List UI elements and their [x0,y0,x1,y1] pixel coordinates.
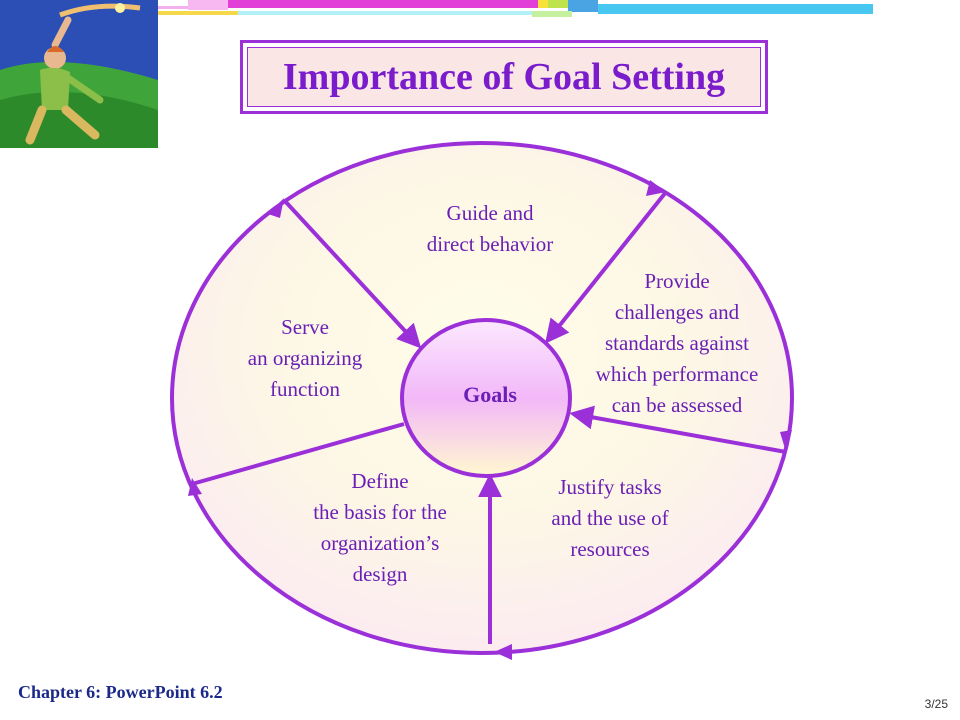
top-decor-bars [0,0,960,20]
rim-arrow-top-left [268,198,284,218]
spoke-top-left [282,198,422,349]
segment-define-design: Define the basis for the organization’s … [313,469,447,586]
goals-circle [400,318,572,478]
page-number: 3/25 [924,697,948,711]
segment-guide-behavior: Guide and direct behavior [426,201,554,256]
spoke-left [191,422,405,486]
spoke-right [569,405,787,454]
segment-justify-tasks: Justify tasks and the use of resources [551,475,669,561]
goals-label: Goals [463,382,517,407]
rim-arrow-right [780,430,792,452]
rim-arrow-bottom [494,644,512,660]
segment-provide-challenges: Provide challenges and standards against… [595,269,759,417]
rim-arrow-top-right [646,180,666,196]
title-panel: Importance of Goal Setting [247,47,761,107]
segment-serve-organizing: Serve an organizing function [247,315,363,401]
title-frame: Importance of Goal Setting [240,40,768,114]
goal-reaching-person-clipart [0,0,158,148]
slide-title: Importance of Goal Setting [282,56,726,98]
spoke-top-right [545,190,668,344]
rim-arrow-left [188,478,202,496]
chapter-footer: Chapter 6: PowerPoint 6.2 [18,682,223,702]
